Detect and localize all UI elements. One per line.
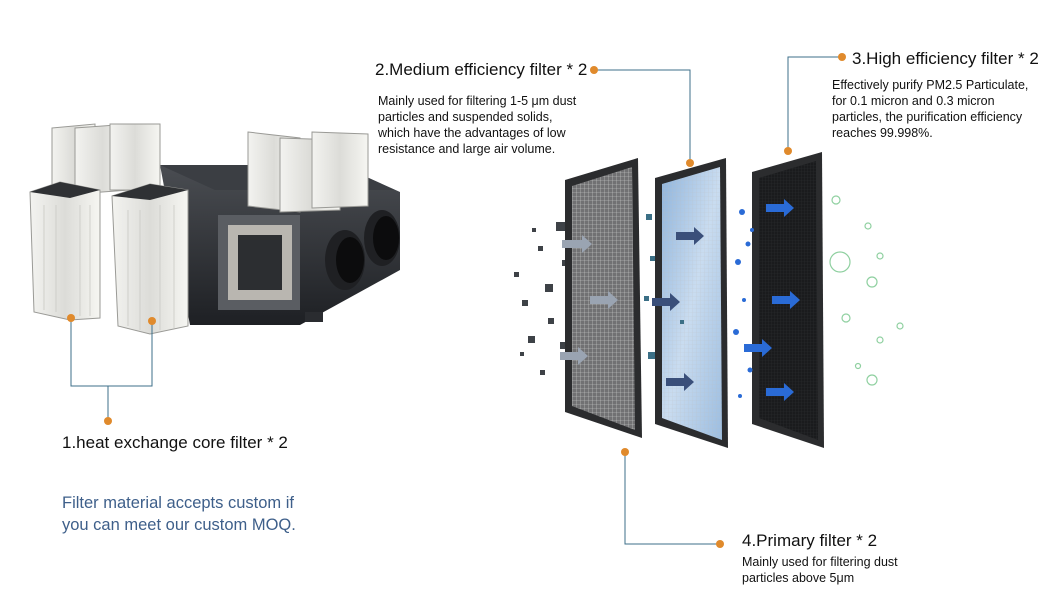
fine-particles <box>644 209 754 398</box>
high-desc-line: particles, the purification efficiency <box>832 110 1023 124</box>
medium-desc-line: resistance and large air volume. <box>378 142 556 156</box>
custom-material-note: Filter material accepts custom if you ca… <box>62 492 328 536</box>
primary-desc-line: Mainly used for filtering dust <box>742 555 898 569</box>
leader-lines <box>70 56 842 545</box>
medium-filter-description: Mainly used for filtering 1-5 μm dust pa… <box>378 93 628 157</box>
high-desc-line: for 0.1 micron and 0.3 micron <box>832 94 995 108</box>
medium-filter-title: 2.Medium efficiency filter * 2 <box>375 60 588 79</box>
clean-air-bubbles <box>829 195 904 386</box>
medium-desc-line: particles and suspended solids, <box>378 110 553 124</box>
note-line: Filter material accepts custom if <box>62 494 294 512</box>
primary-filter-title: 4.Primary filter * 2 <box>742 531 878 550</box>
high-filter-title: 3.High efficiency filter * 2 <box>852 49 1039 68</box>
primary-filter-description: Mainly used for filtering dust particles… <box>742 554 962 586</box>
medium-desc-line: Mainly used for filtering 1-5 μm dust <box>378 94 577 108</box>
high-desc-line: reaches 99.998%. <box>832 126 933 140</box>
heat-exchange-core-filters <box>29 123 189 335</box>
note-line: you can meet our custom MOQ. <box>62 516 296 534</box>
primary-desc-line: particles above 5μm <box>742 571 855 585</box>
medium-desc-line: which have the advantages of low <box>378 126 566 140</box>
high-filter-description: Effectively purify PM2.5 Particulate, fo… <box>832 77 1057 141</box>
heat-exchange-filter-title: 1.heat exchange core filter * 2 <box>62 433 288 452</box>
airflow-arrows <box>560 199 800 401</box>
high-desc-line: Effectively purify PM2.5 Particulate, <box>832 78 1029 92</box>
marker-dots <box>67 53 846 548</box>
top-filters <box>247 131 369 213</box>
